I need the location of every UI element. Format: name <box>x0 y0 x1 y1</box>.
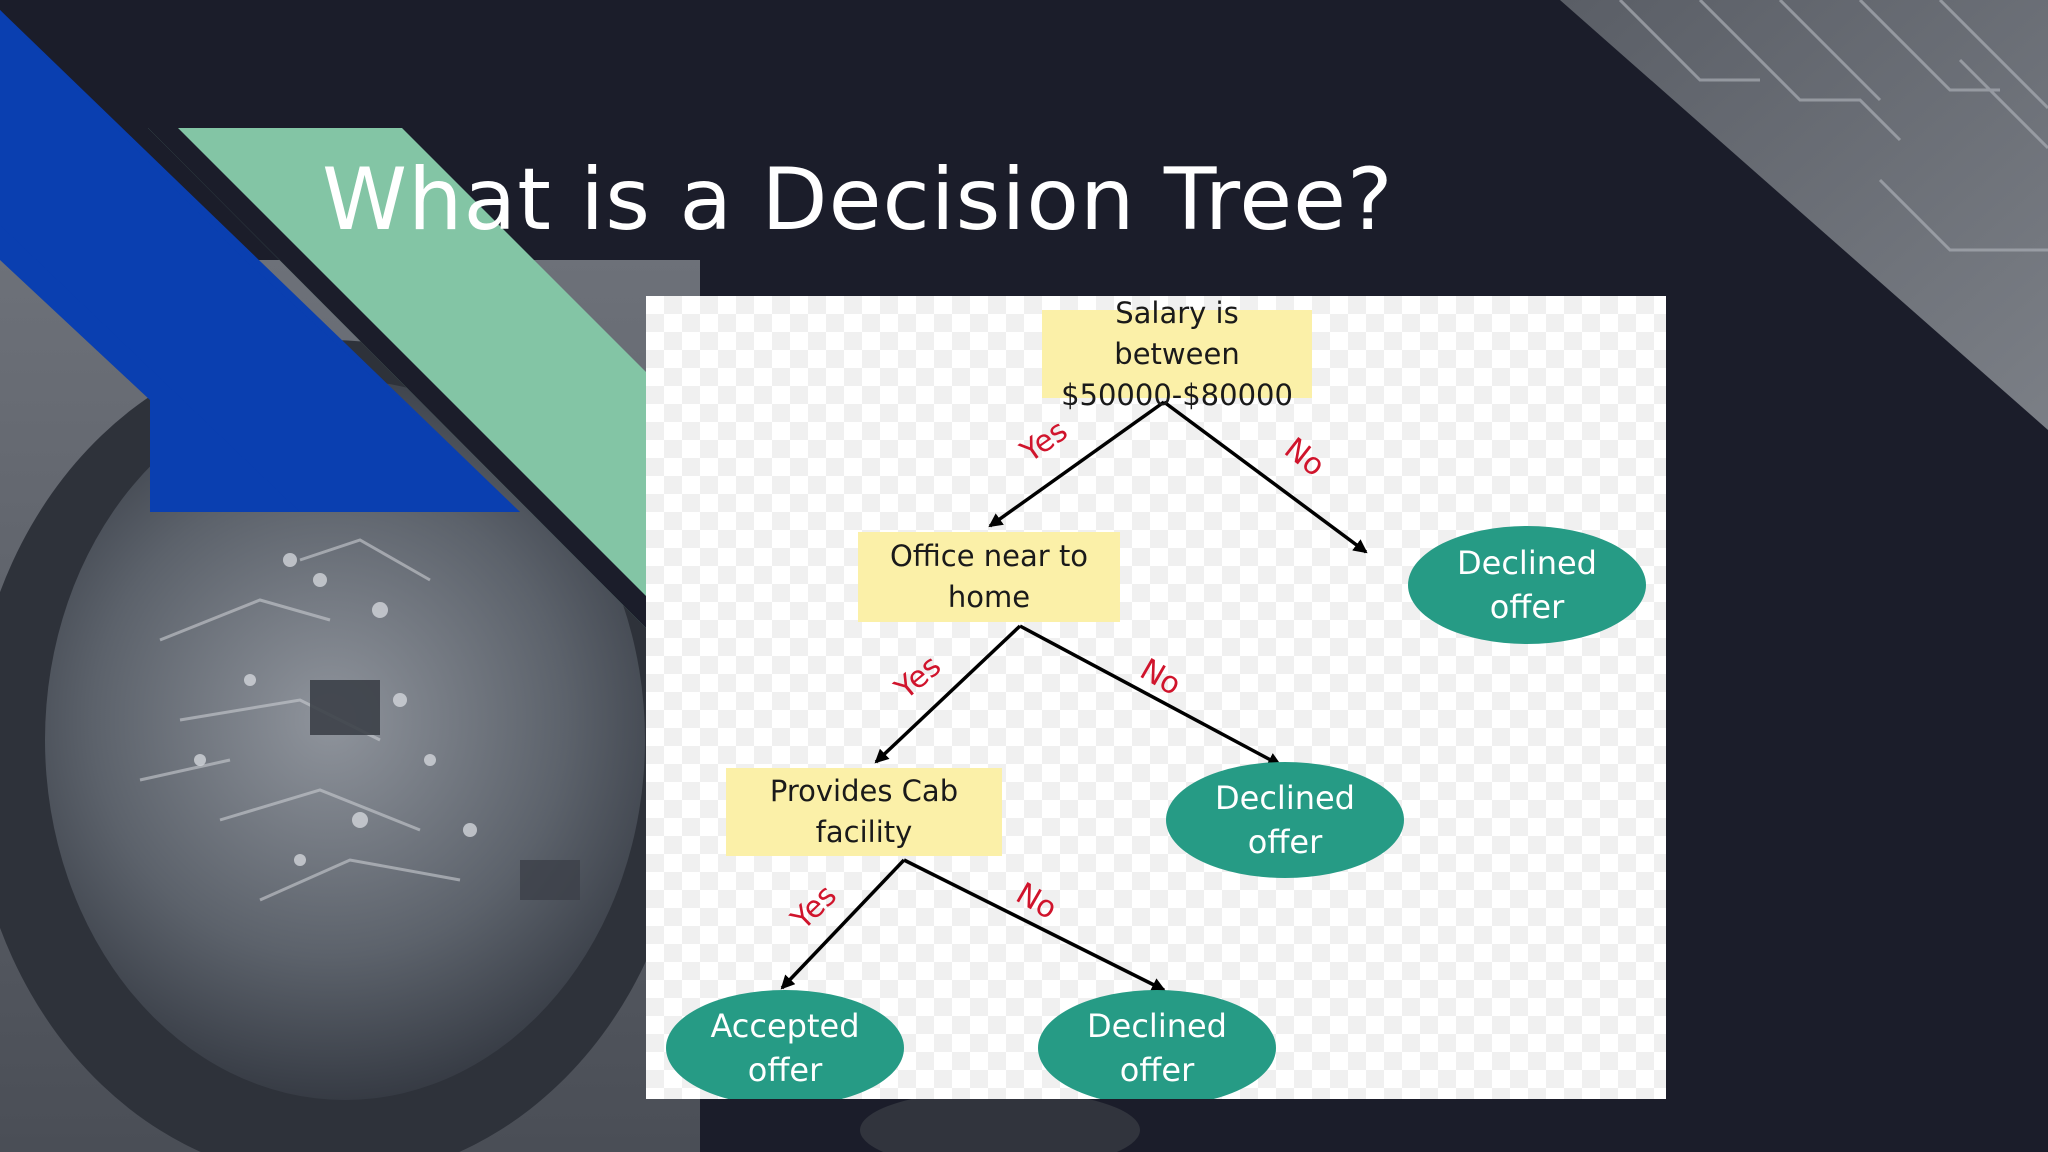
leaf-declined-1-line2: offer <box>1489 588 1565 626</box>
leaf-accepted-line1: Accepted <box>710 1007 860 1045</box>
circuit-corner-graphic <box>1560 0 2048 430</box>
edge-root-office <box>988 400 1166 528</box>
leaf-declined-offer-2: Declined offer <box>1166 762 1404 878</box>
node-office-line1: Office near to <box>889 539 1089 573</box>
blue-stripe-band <box>0 10 520 512</box>
node-cab-line1: Provides Cab <box>769 774 959 808</box>
node-cab-line2: facility <box>815 815 913 849</box>
dark-divider <box>148 128 648 630</box>
node-office-line2: home <box>947 580 1031 614</box>
leaf-declined-3-line2: offer <box>1119 1051 1195 1089</box>
edge-office-cab <box>874 624 1022 764</box>
leaf-declined-3-line1: Declined <box>1087 1007 1227 1045</box>
node-cab-facility: Provides Cab facility <box>726 768 1002 856</box>
decision-tree-diagram: Salary is between $50000-$80000 Office ne… <box>646 296 1666 1099</box>
node-root-salary: Salary is between $50000-$80000 <box>1042 296 1312 412</box>
node-root-line2: $50000-$80000 <box>1061 377 1293 412</box>
leaf-declined-offer-3: Declined offer <box>1038 990 1276 1099</box>
edge-cab-accepted <box>780 858 906 990</box>
edge-root-declined <box>1162 400 1368 554</box>
leaf-accepted-line2: offer <box>747 1051 823 1089</box>
leaf-accepted-offer: Accepted offer <box>666 990 904 1099</box>
tree-edges <box>780 400 1368 992</box>
node-office-near-home: Office near to home <box>858 532 1120 622</box>
leaf-declined-2-line1: Declined <box>1215 779 1355 817</box>
node-root-line1: Salary is between <box>1114 296 1240 371</box>
leaf-declined-1-line1: Declined <box>1457 544 1597 582</box>
edge-cab-declined <box>903 858 1166 992</box>
slide-title: What is a Decision Tree? <box>322 150 1394 250</box>
leaf-declined-2-line2: offer <box>1247 823 1323 861</box>
edge-office-declined <box>1019 624 1282 767</box>
leaf-declined-offer-1: Declined offer <box>1408 526 1646 644</box>
